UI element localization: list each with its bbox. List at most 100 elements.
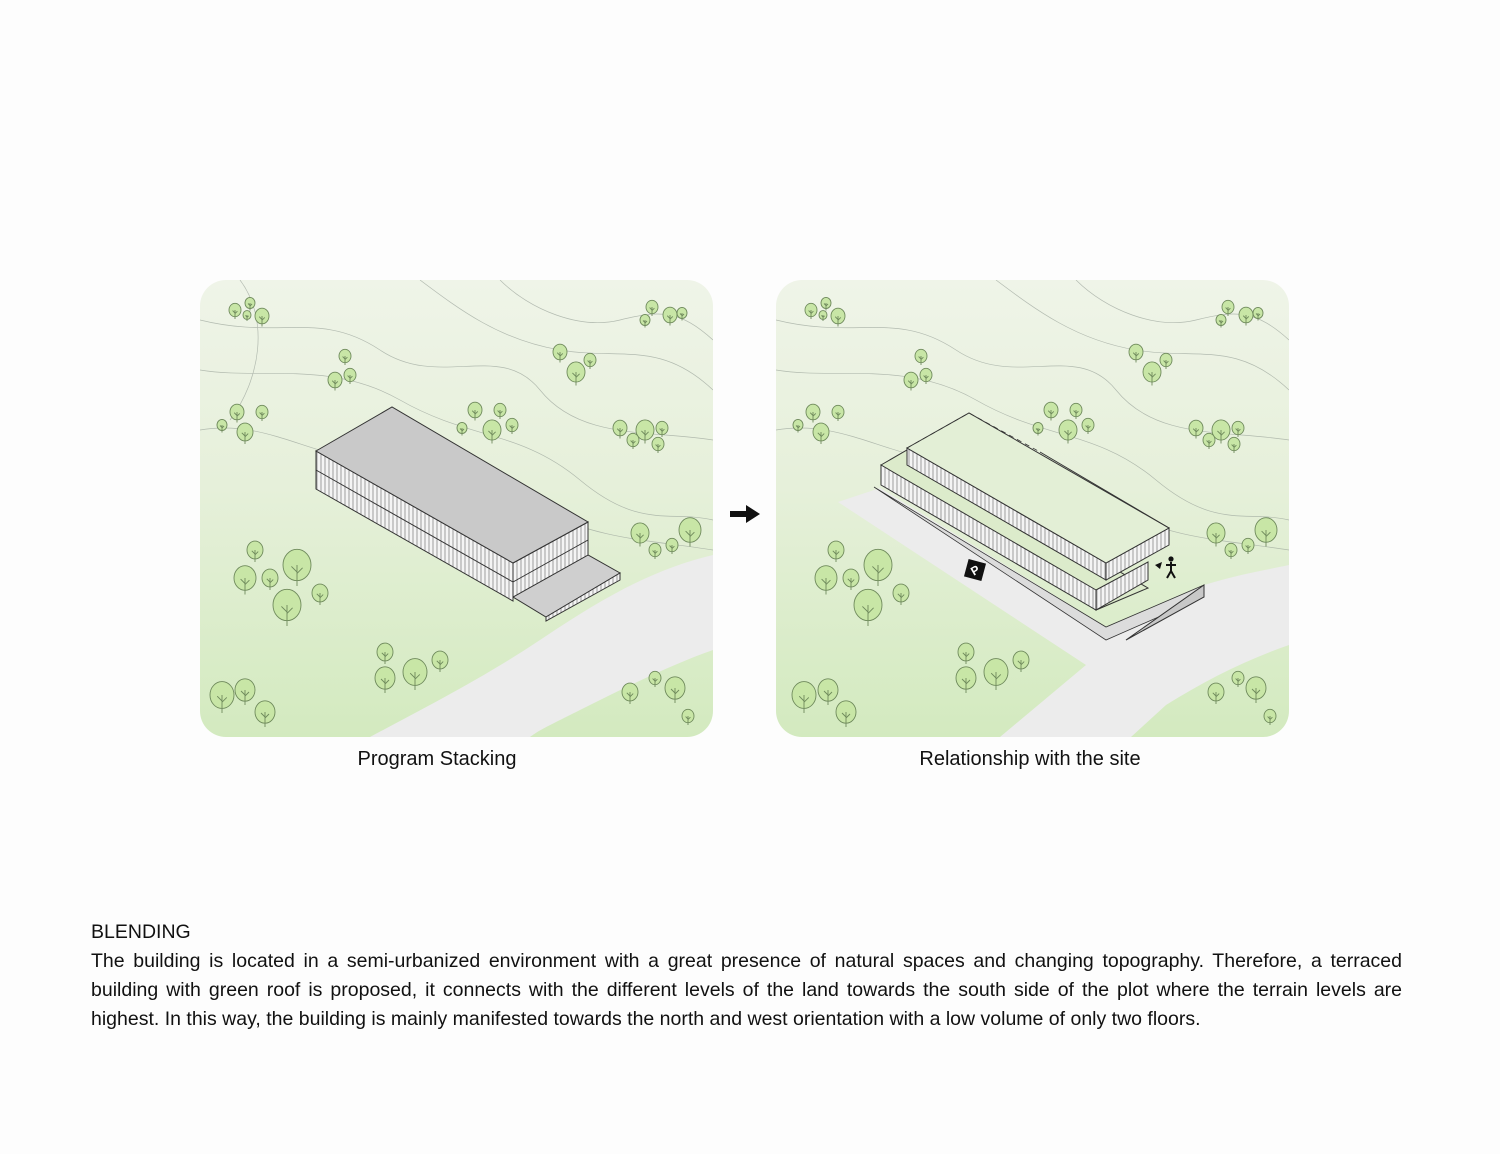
tree-icon [648, 670, 662, 687]
tree-icon [914, 348, 928, 365]
tree-icon [282, 548, 312, 586]
site-relationship-diagram: P [776, 280, 1289, 737]
tree-icon [431, 650, 449, 672]
caption-site-relationship: Relationship with the site [919, 748, 1141, 770]
tree-icon [1207, 682, 1225, 704]
tree-icon [621, 682, 639, 704]
tree-icon [255, 404, 269, 421]
tree-icon [327, 371, 343, 391]
section-heading: BLENDING [91, 921, 191, 943]
tree-icon [1245, 676, 1267, 703]
road-and-parking [838, 488, 1289, 737]
tree-icon [1159, 352, 1173, 369]
tree-icon [1241, 537, 1255, 554]
tree-icon [648, 542, 662, 559]
tree-icon [1227, 436, 1241, 453]
tree-icon [655, 420, 669, 437]
tree-icon [228, 302, 242, 319]
tree-icon [1069, 402, 1083, 419]
right-arrow-icon [728, 502, 762, 531]
tree-icon [244, 296, 256, 311]
tree-icon [242, 310, 252, 321]
tree-icon [1202, 432, 1216, 449]
tree-icon [812, 422, 830, 444]
tree-icon [1081, 417, 1095, 434]
tree-icon [261, 568, 279, 590]
road [370, 555, 713, 737]
tree-icon [467, 401, 483, 421]
tree-icon [236, 422, 254, 444]
tree-icon [1206, 522, 1226, 547]
tree-icon [662, 306, 678, 326]
tree-icon [552, 343, 568, 363]
tree-icon [254, 700, 276, 727]
tree-icon [817, 678, 839, 705]
program-stacking-diagram [200, 280, 713, 737]
terraced-building [873, 412, 1205, 641]
tree-icon [957, 642, 975, 664]
tree-icon [820, 296, 832, 311]
tree-icon [804, 302, 818, 319]
tree-icon [1221, 299, 1235, 316]
description-block: BLENDING The building is located in a se… [91, 918, 1402, 1034]
tree-icon [1128, 343, 1144, 363]
lower-end-facade [1095, 561, 1149, 611]
tree-icon [791, 681, 817, 713]
tree-icon [919, 367, 933, 384]
tree-icon [903, 371, 919, 391]
tree-icon [402, 658, 428, 690]
tree-icon [814, 565, 838, 595]
tree-icon [246, 540, 264, 562]
tree-icon [639, 313, 651, 328]
tree-icon [216, 418, 228, 433]
tree-icon [1188, 419, 1204, 439]
tree-icon [1032, 421, 1044, 436]
tree-icon [1215, 313, 1227, 328]
tree-icon [983, 658, 1009, 690]
tree-icon [482, 419, 502, 444]
tree-icon [805, 403, 821, 423]
tree-icon [311, 583, 329, 605]
tree-icon [664, 676, 686, 703]
tree-icon [842, 568, 860, 590]
tree-icon [1231, 670, 1245, 687]
tree-icon [678, 517, 702, 547]
lower-slab-facade [545, 572, 621, 622]
ramp [1125, 584, 1205, 641]
tree-icon [676, 306, 688, 321]
tree-icon [1254, 517, 1278, 547]
tree-icon [1252, 306, 1264, 321]
tree-icon [566, 361, 586, 386]
site-relationship-illustration: P [776, 280, 1289, 737]
tree-icon [1012, 650, 1030, 672]
tree-icon [343, 367, 357, 384]
caption-program-stacking: Program Stacking [357, 748, 517, 770]
tree-icon [630, 522, 650, 547]
tree-icon [853, 588, 883, 626]
tree-icon [374, 666, 396, 693]
tree-icon [1224, 542, 1238, 559]
tree-icon [1058, 419, 1078, 444]
tree-icon [1263, 708, 1277, 725]
tree-icon [651, 436, 665, 453]
tree-icon [505, 417, 519, 434]
tree-icon [1142, 361, 1162, 386]
trees [791, 296, 1278, 727]
building-massing [314, 406, 621, 622]
tree-icon [376, 642, 394, 664]
description-paragraph: The building is located in a semi-urbani… [91, 950, 1402, 1030]
tree-icon [456, 421, 468, 436]
tree-icon [827, 540, 845, 562]
parking-icon: P [963, 558, 987, 582]
program-stacking-illustration [200, 280, 713, 737]
tree-icon [635, 419, 655, 444]
tree-icon [583, 352, 597, 369]
tree-icon [1043, 401, 1059, 421]
tree-icon [835, 700, 857, 727]
tree-icon [612, 419, 628, 439]
tree-icon [272, 588, 302, 626]
tree-icon [792, 418, 804, 433]
tree-icon [892, 583, 910, 605]
tree-icon [338, 348, 352, 365]
tree-icon [681, 708, 695, 725]
